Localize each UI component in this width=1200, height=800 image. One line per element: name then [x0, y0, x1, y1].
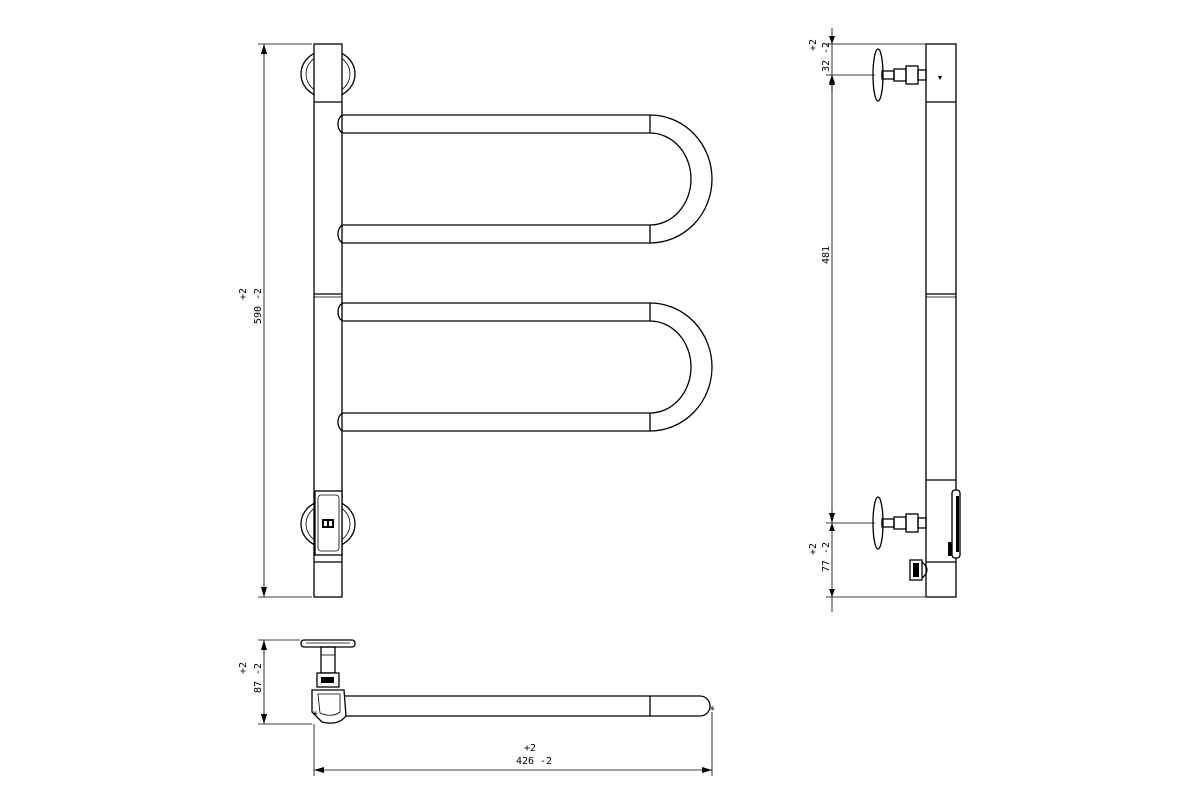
side-power-plug — [909, 559, 928, 581]
upper-loop — [337, 114, 713, 244]
side-bottom-tolerance: +2 — [808, 543, 819, 555]
top-view-swivel-body: ✳ — [311, 672, 347, 724]
lower-loop — [337, 302, 713, 432]
side-top-value: 32 -2 — [821, 42, 832, 72]
side-bottom-bracket — [872, 496, 927, 550]
front-height-value: 590 -2 — [253, 288, 264, 324]
side-column — [925, 43, 957, 598]
top-view: ✳ ✳ +2 87 -2 +2 426 -2 — [238, 639, 715, 776]
side-view: +2 32 -2 481 +2 77 -2 — [808, 28, 961, 612]
side-top-tolerance: +2 — [808, 39, 819, 51]
top-depth-value: 87 -2 — [253, 663, 264, 693]
top-view-flange — [300, 639, 356, 674]
heater-control-box — [314, 490, 343, 556]
front-height-tolerance: +2 — [238, 288, 249, 300]
side-spacing-value: 481 — [821, 246, 832, 264]
front-view: +2 590 -2 — [238, 43, 713, 598]
top-view-dimensions: +2 87 -2 +2 426 -2 — [238, 639, 713, 776]
front-height-dimension: +2 590 -2 — [238, 43, 312, 598]
side-heater-switch — [948, 489, 961, 559]
top-depth-tolerance: +2 — [238, 662, 249, 674]
svg-text:✳: ✳ — [709, 703, 715, 714]
top-width-value: 426 -2 — [516, 756, 552, 767]
side-top-bracket — [872, 48, 927, 102]
side-bottom-value: 77 -2 — [821, 542, 832, 572]
side-dimensions: +2 32 -2 481 +2 77 -2 — [808, 28, 925, 612]
svg-text:✳: ✳ — [312, 708, 318, 719]
top-view-bar: ✳ — [344, 695, 715, 717]
top-width-tolerance: +2 — [524, 743, 536, 754]
